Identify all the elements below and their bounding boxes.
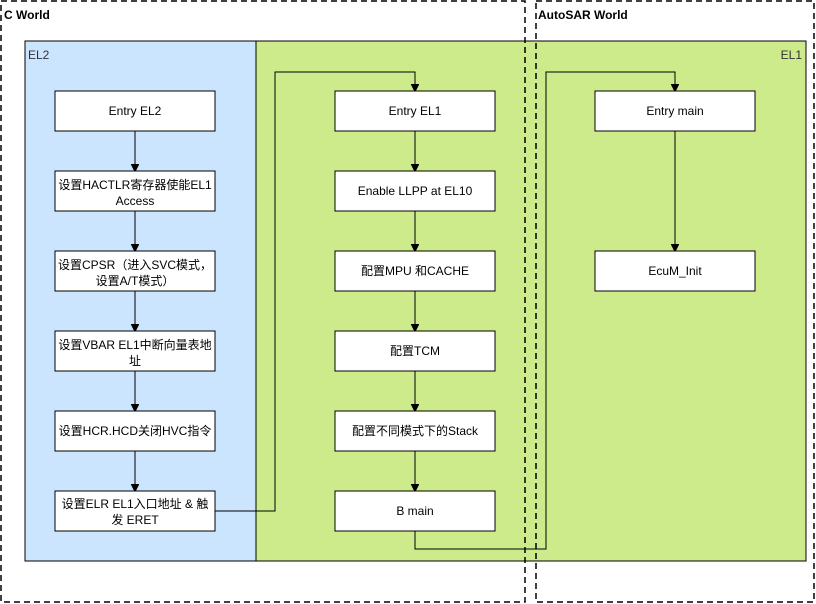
edges <box>135 71 675 550</box>
autosar-world-label: AutoSAR World <box>538 8 628 22</box>
node-set-elr: 设置ELR EL1入口地址 & 触 发 ERET <box>54 490 216 532</box>
node-entry-el1: Entry EL1 <box>334 90 496 132</box>
node-set-hactlr: 设置HACTLR寄存器使能EL1 Access <box>54 170 216 212</box>
node-entry-el1-line-1: Entry EL1 <box>389 104 442 118</box>
node-b-main: B main <box>334 490 496 532</box>
node-enable-llpp: Enable LLPP at EL10 <box>334 170 496 212</box>
node-config-mpu-line-1: 配置MPU 和CACHE <box>361 264 469 278</box>
node-entry-main-line-1: Entry main <box>646 104 703 118</box>
node-set-hactlr-line-2: Access <box>116 194 155 208</box>
node-set-vbar-line-2: 址 <box>129 354 141 368</box>
node-config-stack-line-1: 配置不同模式下的Stack <box>352 423 479 438</box>
node-set-vbar: 设置VBAR EL1中断向量表地 址 <box>54 330 216 372</box>
node-set-elr-line-2: 发 ERET <box>111 512 159 527</box>
el1-region-label: EL1 <box>781 48 803 62</box>
node-entry-el2: Entry EL2 <box>54 90 216 132</box>
edge-bmain-to-entry-main <box>414 71 675 550</box>
c-world-label: C World <box>4 8 50 22</box>
node-set-hcr-line-1: 设置HCR.HCD关闭HVC指令 <box>59 423 212 438</box>
node-set-cpsr: 设置CPSR（进入SVC模式， 设置A/T模式） <box>54 250 216 292</box>
c-world-boundary <box>0 0 526 603</box>
node-entry-el2-line-1: Entry EL2 <box>109 104 162 118</box>
node-set-hactlr-line-1: 设置HACTLR寄存器使能EL1 <box>58 177 212 192</box>
node-set-cpsr-line-2: 设置A/T模式） <box>96 274 175 288</box>
node-config-tcm-line-1: 配置TCM <box>390 344 440 358</box>
node-enable-llpp-line-1: Enable LLPP at EL10 <box>358 184 473 198</box>
node-config-tcm: 配置TCM <box>334 330 496 372</box>
node-config-stack: 配置不同模式下的Stack <box>334 410 496 452</box>
node-ecum-init: EcuM_Init <box>594 250 756 292</box>
nodes: Entry EL2 设置HACTLR寄存器使能EL1 Access 设置CPSR… <box>54 90 756 532</box>
node-set-vbar-line-1: 设置VBAR EL1中断向量表地 <box>58 337 211 352</box>
c-world-label-bg <box>2 4 52 22</box>
node-set-cpsr-line-1: 设置CPSR（进入SVC模式， <box>58 258 212 272</box>
node-set-hcr: 设置HCR.HCD关闭HVC指令 <box>54 410 216 452</box>
node-config-mpu: 配置MPU 和CACHE <box>334 250 496 292</box>
autosar-world-label-bg <box>537 4 633 22</box>
edge-elr-to-entry-el1 <box>215 71 415 512</box>
el2-region-label: EL2 <box>28 48 50 62</box>
node-b-main-line-1: B main <box>396 504 433 518</box>
node-set-elr-line-1: 设置ELR EL1入口地址 & 触 <box>62 497 209 511</box>
node-ecum-init-line-1: EcuM_Init <box>648 264 702 278</box>
node-entry-main: Entry main <box>594 90 756 132</box>
